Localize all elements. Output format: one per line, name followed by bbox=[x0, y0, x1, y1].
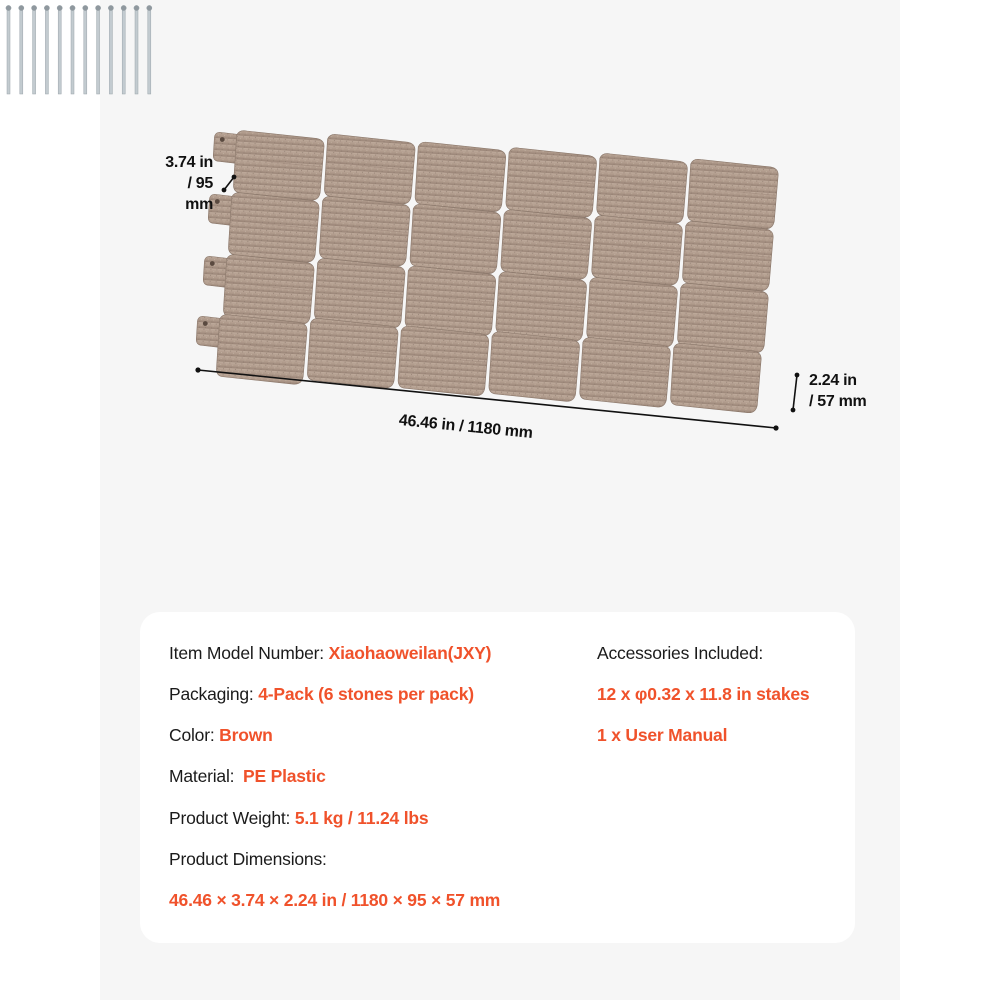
stake-icon bbox=[18, 5, 25, 95]
spec-model-number: Item Model Number: Xiaohaoweilan(JXY) bbox=[169, 642, 492, 664]
height-dimension-marker bbox=[790, 372, 800, 413]
stakes-illustration bbox=[5, 5, 153, 95]
height-in: 2.24 in bbox=[809, 372, 857, 389]
stake-icon bbox=[120, 5, 127, 95]
spec-weight: Product Weight: 5.1 kg / 11.24 lbs bbox=[169, 807, 429, 829]
spec-value: 5.1 kg / 11.24 lbs bbox=[294, 808, 429, 828]
height-dimension-label: 2.24 in / 57 mm bbox=[809, 370, 867, 412]
spec-label: Product Dimensions: bbox=[169, 849, 327, 869]
stake-icon bbox=[108, 5, 114, 95]
spec-label: Color: bbox=[169, 725, 215, 745]
spec-value: 4-Pack (6 stones per pack) bbox=[258, 684, 474, 704]
width-in: 3.74 in bbox=[165, 154, 213, 171]
stake-icon bbox=[5, 5, 12, 95]
stake-icon bbox=[82, 5, 89, 95]
spec-material: Material: PE Plastic bbox=[169, 765, 326, 787]
spec-value: Xiaohaoweilan(JXY) bbox=[328, 643, 492, 663]
accessory-stakes: 12 x φ0.32 x 11.8 in stakes bbox=[597, 684, 810, 704]
length-dimension-line bbox=[195, 367, 779, 431]
height-mm: / 57 mm bbox=[809, 393, 867, 410]
accessory-manual: 1 x User Manual bbox=[597, 725, 728, 745]
spec-label: Material: bbox=[169, 766, 235, 786]
stake-icon bbox=[56, 5, 63, 95]
stone-edging-illustration bbox=[195, 129, 800, 431]
spec-label: Item Model Number: bbox=[169, 643, 324, 663]
spec-packaging: Packaging: 4-Pack (6 stones per pack) bbox=[169, 683, 474, 705]
stake-icon bbox=[146, 5, 153, 95]
spec-dimensions-value: 46.46 × 3.74 × 2.24 in / 1180 × 95 × 57 … bbox=[169, 889, 500, 911]
stake-icon bbox=[69, 5, 76, 95]
spec-dimensions-label: Product Dimensions: bbox=[169, 848, 327, 870]
spec-value: PE Plastic bbox=[242, 766, 326, 786]
width-mm: / 95 mm bbox=[185, 175, 213, 213]
width-dimension-label: 3.74 in / 95 mm bbox=[157, 152, 213, 215]
spec-value: 46.46 × 3.74 × 2.24 in / 1180 × 95 × 57 … bbox=[169, 890, 501, 910]
spec-value: Brown bbox=[219, 725, 273, 745]
product-figure: 3.74 in / 95 mm 2.24 in / 57 mm 46.46 in… bbox=[5, 5, 867, 442]
stake-icon bbox=[31, 5, 37, 95]
stake-icon bbox=[44, 5, 50, 95]
spec-label: Product Weight: bbox=[169, 808, 291, 828]
width-dimension-marker bbox=[221, 174, 237, 193]
stake-icon bbox=[133, 5, 140, 95]
spec-color: Color: Brown bbox=[169, 724, 273, 746]
specifications-card: Item Model Number: Xiaohaoweilan(JXY) Pa… bbox=[140, 612, 855, 943]
stake-icon bbox=[95, 5, 101, 95]
accessories-heading: Accessories Included: bbox=[597, 643, 764, 663]
spec-label: Packaging: bbox=[169, 684, 254, 704]
